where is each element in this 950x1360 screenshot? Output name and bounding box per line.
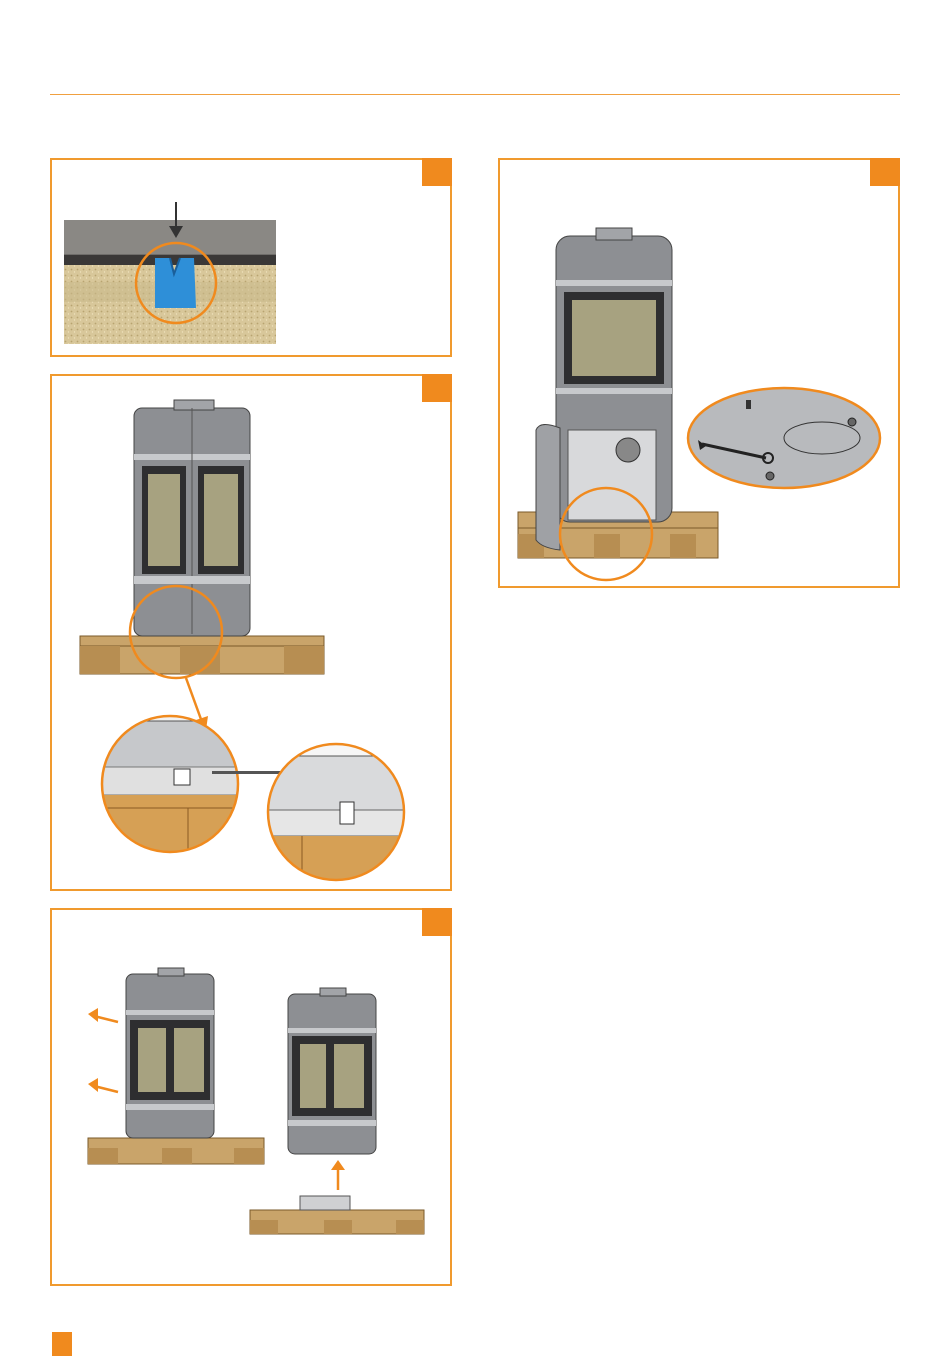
lift-stove-illustration bbox=[52, 910, 452, 1286]
stove-door-open-illustration bbox=[500, 160, 900, 588]
step-panel-foam-spacer bbox=[50, 158, 452, 357]
foam-spacer-photo bbox=[52, 160, 452, 357]
step-panel-lift-stove bbox=[50, 908, 452, 1286]
stove-on-pallet-illustration bbox=[52, 376, 452, 891]
header-rule bbox=[50, 94, 900, 95]
page-number-marker bbox=[52, 1332, 72, 1356]
step-panel-remove-screws bbox=[50, 374, 452, 891]
step-panel-wrench-bolts bbox=[498, 158, 900, 588]
